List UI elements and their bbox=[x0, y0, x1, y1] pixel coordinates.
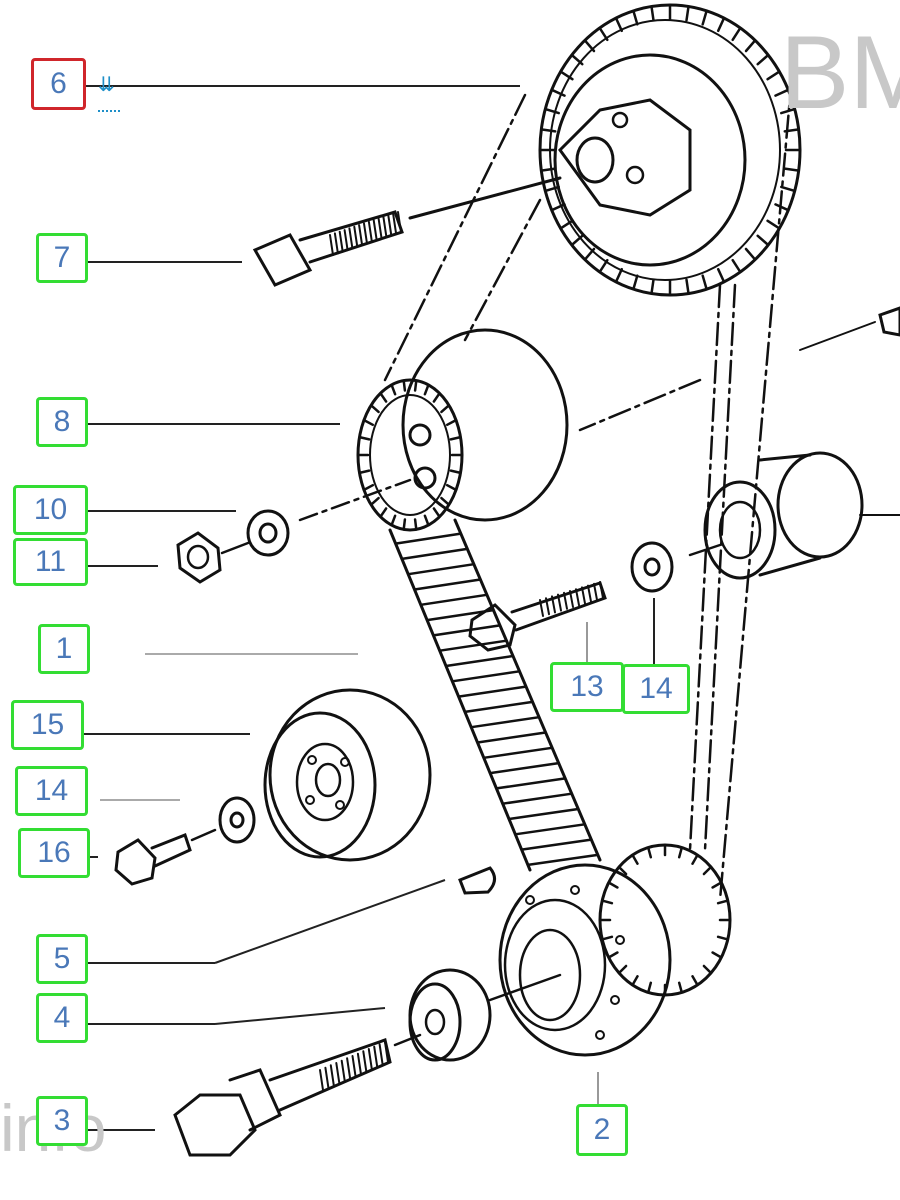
callout-7[interactable]: 7 bbox=[36, 233, 88, 283]
bolt-7 bbox=[252, 176, 562, 287]
bolt-3 bbox=[173, 1033, 422, 1157]
callout-3[interactable]: 3 bbox=[36, 1096, 88, 1146]
nut-11 bbox=[176, 531, 250, 584]
leader-lines bbox=[84, 85, 655, 1131]
bolt-top-right bbox=[799, 306, 900, 351]
callout-16[interactable]: 16 bbox=[18, 828, 90, 878]
callout-13[interactable]: 13 bbox=[550, 662, 624, 712]
callout-6[interactable]: 6 bbox=[31, 58, 86, 110]
callout-1[interactable]: 1 bbox=[38, 624, 90, 674]
double-arrow-down-icon[interactable]: ⇊ bbox=[98, 72, 115, 96]
bolt-16 bbox=[114, 828, 217, 886]
idler-roller bbox=[688, 451, 900, 580]
timing-belt bbox=[383, 38, 797, 902]
crankshaft-sprocket bbox=[498, 843, 732, 1057]
callout-15[interactable]: 15 bbox=[11, 700, 84, 750]
callout-8[interactable]: 8 bbox=[36, 397, 88, 447]
intermediate-sprocket bbox=[298, 328, 569, 532]
callout-10[interactable]: 10 bbox=[13, 485, 88, 535]
callout-4[interactable]: 4 bbox=[36, 993, 88, 1043]
washer-10 bbox=[246, 509, 290, 557]
camshaft-sprocket bbox=[538, 3, 802, 297]
woodruff-key bbox=[458, 866, 496, 895]
tensioner-pulley bbox=[263, 688, 432, 862]
hub-washer bbox=[408, 968, 562, 1062]
washer-14-left bbox=[218, 796, 256, 844]
callout-11[interactable]: 11 bbox=[13, 538, 88, 586]
callout-5[interactable]: 5 bbox=[36, 934, 88, 984]
callout-14-right[interactable]: 14 bbox=[622, 664, 690, 714]
watermark-top: BM bbox=[780, 15, 900, 131]
bolt-13 bbox=[468, 581, 607, 652]
washer-14-right bbox=[630, 541, 674, 593]
callout-2[interactable]: 2 bbox=[576, 1104, 628, 1156]
dotted-underline bbox=[98, 110, 120, 112]
callout-14-left[interactable]: 14 bbox=[15, 766, 88, 816]
